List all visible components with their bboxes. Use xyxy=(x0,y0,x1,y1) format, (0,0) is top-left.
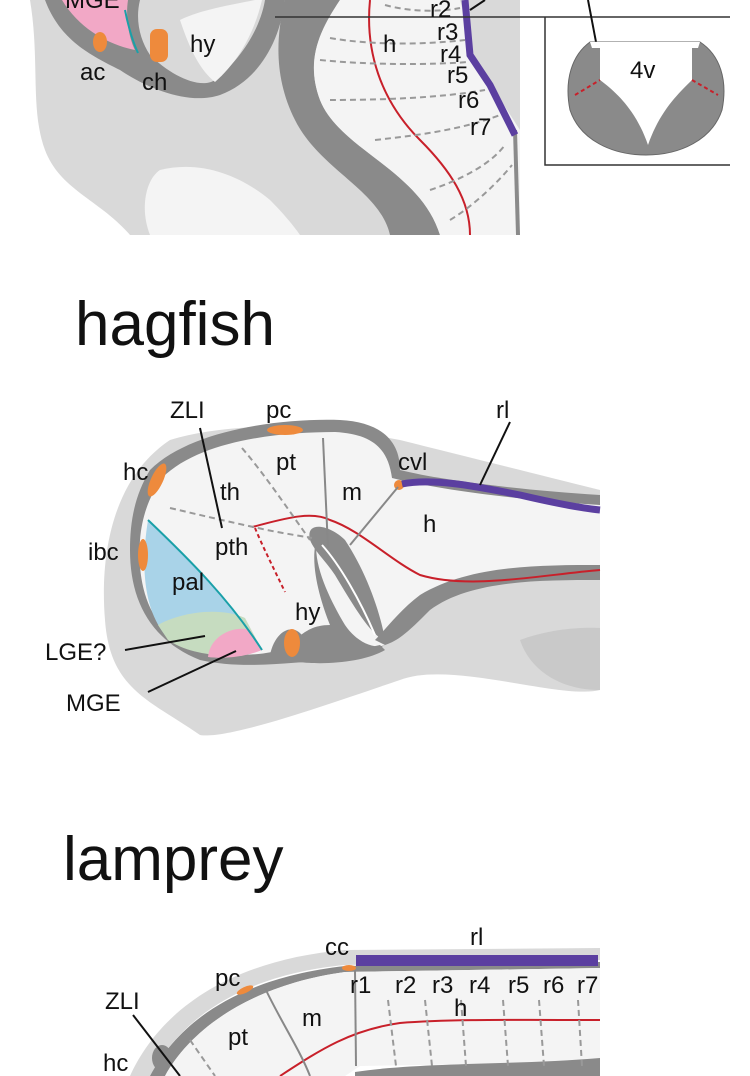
rhombic-lip xyxy=(356,955,598,966)
anterior-commissure xyxy=(93,32,107,52)
label-r2: r2 xyxy=(395,972,416,999)
label-r4: r4 xyxy=(469,972,490,999)
hypothalamus-lumen xyxy=(180,0,262,82)
label-pt: pt xyxy=(276,449,296,476)
lamprey-panel: lamprey cc rl pc ZLI m pt hc h r1 r2 xyxy=(63,825,601,1076)
sulcus-limitans xyxy=(251,514,601,583)
label-ac: ac xyxy=(80,59,105,86)
label-ch: ch xyxy=(142,69,167,96)
pc-signal-center xyxy=(236,985,254,995)
brain-wall xyxy=(150,962,600,1076)
label-rl: rl xyxy=(470,924,483,951)
label-mge: MGE xyxy=(65,0,120,14)
pth-boundary xyxy=(254,527,286,593)
rl-leader xyxy=(469,0,486,11)
rl-leader xyxy=(479,421,511,486)
background-tissue xyxy=(130,948,600,1076)
label-lge: LGE? xyxy=(45,639,106,666)
pallium-border xyxy=(124,9,139,54)
label-h: h xyxy=(383,31,396,58)
rhombic-lip xyxy=(461,0,519,137)
pallium-border xyxy=(147,519,263,651)
zli-leader xyxy=(132,1014,181,1076)
label-r5: r5 xyxy=(447,62,468,89)
hc-signal-center xyxy=(152,1045,172,1071)
label-r1: r1 xyxy=(350,972,371,999)
brain-lumen xyxy=(139,432,600,655)
label-r4: r4 xyxy=(440,41,461,68)
pc-signal-center xyxy=(267,425,303,435)
rhombomere-boundaries xyxy=(319,4,513,221)
label-zli: ZLI xyxy=(170,397,205,424)
label-hy: hy xyxy=(190,31,215,58)
hindbrain-cross-section xyxy=(567,41,725,156)
fold-lumen xyxy=(321,544,376,636)
label-mge: MGE xyxy=(66,690,121,717)
label-r7: r7 xyxy=(470,114,491,141)
inset-leader xyxy=(587,0,597,43)
mge-leader xyxy=(147,650,237,693)
hy-signal-center xyxy=(284,629,300,657)
top-panel: MGE hy ac ch h r2 r3 r4 r5 r6 r7 4v xyxy=(30,0,730,236)
label-hc: hc xyxy=(103,1050,128,1076)
label-cvl: cvl xyxy=(398,449,427,476)
midbrain-fold xyxy=(309,526,385,640)
brain-lumen xyxy=(165,968,600,1076)
label-4v: 4v xyxy=(630,57,655,84)
mge-region xyxy=(208,628,262,658)
palatal-region xyxy=(144,166,300,235)
hc-signal-center xyxy=(147,463,167,497)
ibc-signal-center xyxy=(138,539,148,571)
label-r7: r7 xyxy=(577,972,598,999)
hagfish-panel: hagfish ZLI pc rl hc xyxy=(45,290,601,736)
lamprey-title: lamprey xyxy=(63,825,284,894)
label-r2: r2 xyxy=(430,0,451,23)
label-th: th xyxy=(220,479,240,506)
sulcus-limitans xyxy=(279,1018,601,1076)
label-pc: pc xyxy=(266,397,291,424)
label-hy: hy xyxy=(295,599,320,626)
fourth-ventricle xyxy=(590,42,700,145)
label-m: m xyxy=(342,479,362,506)
label-r6: r6 xyxy=(543,972,564,999)
label-pc: pc xyxy=(215,965,240,992)
label-pt: pt xyxy=(228,1024,248,1051)
label-hc: hc xyxy=(123,459,148,486)
chiasm xyxy=(150,29,168,62)
label-pal: pal xyxy=(172,569,204,596)
label-r6: r6 xyxy=(458,87,479,114)
hagfish-title: hagfish xyxy=(75,290,275,359)
label-ibc: ibc xyxy=(88,539,119,566)
label-r3: r3 xyxy=(432,972,453,999)
label-zli: ZLI xyxy=(105,988,140,1015)
label-m: m xyxy=(302,1005,322,1032)
mge-region xyxy=(62,0,135,50)
label-h: h xyxy=(423,511,436,538)
head-background xyxy=(520,627,600,690)
label-h: h xyxy=(454,995,467,1022)
label-r5: r5 xyxy=(508,972,529,999)
floor-wall xyxy=(355,1058,600,1076)
label-r3: r3 xyxy=(437,19,458,46)
rhombic-lip xyxy=(401,478,601,514)
boundaries xyxy=(189,969,583,1076)
boundaries xyxy=(169,437,399,549)
lge-leader xyxy=(124,635,206,651)
label-rl: rl xyxy=(496,397,509,424)
inset-box xyxy=(544,17,730,166)
hindbrain-wall xyxy=(278,0,440,235)
roof-plate xyxy=(513,129,520,236)
cc-signal-center xyxy=(342,965,356,971)
zli-leader xyxy=(199,427,223,529)
label-pth: pth xyxy=(215,534,248,561)
label-cc: cc xyxy=(325,934,349,961)
